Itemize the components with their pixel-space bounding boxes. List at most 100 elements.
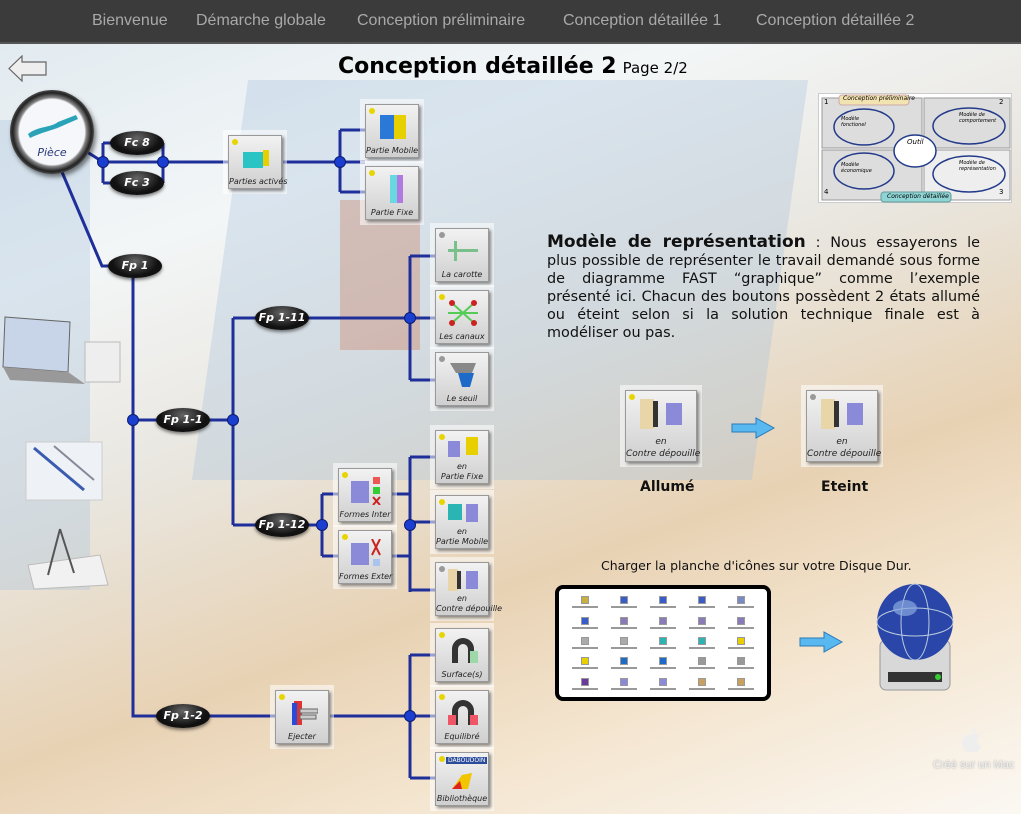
led-on-icon	[439, 694, 445, 700]
made-on-mac-label: Créé sur un Mac	[933, 759, 1015, 771]
compass-image	[27, 528, 109, 590]
nav-conception-detaillee-2[interactable]: Conception détaillée 2	[756, 12, 915, 29]
nav-bienvenue[interactable]: Bienvenue	[92, 12, 168, 29]
node-fp1-2[interactable]: Fp 1-2	[156, 704, 210, 728]
led-on-icon	[279, 694, 285, 700]
icon-thumbnail	[565, 653, 604, 673]
nav-conception-preliminaire[interactable]: Conception préliminaire	[357, 12, 526, 29]
download-instruction: Charger la planche d'icônes sur votre Di…	[601, 558, 912, 573]
back-arrow-icon[interactable]	[8, 55, 48, 82]
led-on-icon	[439, 632, 445, 638]
node-fc8[interactable]: Fc 8	[110, 131, 164, 155]
hard-drive-globe-icon[interactable]	[870, 580, 960, 705]
icon-thumbnail	[643, 612, 682, 632]
balanced-icon	[448, 700, 478, 725]
nav-conception-detaillee-1[interactable]: Conception détaillée 1	[563, 12, 722, 29]
led-on-icon	[439, 294, 445, 300]
box-formes-exter[interactable]: Formes Exter	[338, 530, 392, 584]
fixed-part-icon	[390, 175, 403, 203]
arrow-right-icon	[799, 631, 844, 653]
icon-thumbnail	[643, 633, 682, 653]
icon-thumbnail	[722, 633, 761, 653]
box-partie-fixe[interactable]: Partie Fixe	[365, 166, 419, 220]
description-heading: Modèle de représentation	[547, 232, 806, 252]
icon-sheet-download[interactable]	[555, 585, 771, 701]
icon-thumbnail	[683, 633, 722, 653]
ejector-icon	[292, 701, 318, 725]
junction-dots	[97, 156, 416, 722]
pencils-image	[25, 441, 103, 501]
icon-thumbnail	[565, 633, 604, 653]
icon-thumbnail	[683, 612, 722, 632]
icon-thumbnail	[604, 653, 643, 673]
apple-logo-icon	[961, 728, 981, 753]
icon-thumbnail	[683, 674, 722, 694]
icon-thumbnail	[565, 674, 604, 694]
icon-thumbnail	[683, 592, 722, 612]
led-on-icon	[342, 472, 348, 478]
undercut-fixed-icon	[448, 437, 478, 457]
led-off-icon	[439, 356, 445, 362]
led-off-icon	[439, 232, 445, 238]
box-partie-mobile[interactable]: Partie Mobile	[365, 104, 419, 158]
box-formes-inter[interactable]: Formes Inter	[338, 468, 392, 522]
node-fp1[interactable]: Fp 1	[108, 254, 162, 278]
box-le-seuil[interactable]: Le seuil	[435, 352, 489, 406]
icon-thumbnail	[604, 612, 643, 632]
led-off-icon	[810, 394, 816, 400]
external-shapes-icon	[351, 539, 381, 566]
undercut-icon	[640, 399, 682, 429]
sprue-icon	[448, 241, 478, 261]
led-on-icon	[369, 108, 375, 114]
gate-icon	[450, 363, 476, 387]
top-nav: Bienvenue Démarche globale Conception pr…	[0, 0, 1021, 44]
box-les-canaux[interactable]: Les canaux	[435, 290, 489, 344]
runners-icon	[448, 300, 478, 326]
led-on-icon	[232, 139, 238, 145]
state-on-label: Allumé	[640, 479, 695, 495]
nav-demarche-globale[interactable]: Démarche globale	[196, 12, 326, 29]
undercut-icon	[821, 399, 863, 429]
box-equilibre[interactable]: Equilibré	[435, 690, 489, 744]
led-on-icon	[342, 534, 348, 540]
undercut-icon	[448, 569, 478, 591]
node-fp1-1[interactable]: Fp 1-1	[156, 408, 210, 432]
laptop-image	[2, 316, 121, 384]
description-paragraph: Modèle de représentation : Nous essayero…	[547, 232, 980, 341]
led-on-icon	[439, 756, 445, 762]
arrow-right-icon	[731, 417, 776, 439]
led-on-icon	[369, 170, 375, 176]
led-on-icon	[439, 499, 445, 505]
node-fp1-11[interactable]: Fp 1-11	[255, 306, 309, 330]
led-on-icon	[629, 394, 635, 400]
box-surfaces[interactable]: Surface(s)	[435, 628, 489, 682]
conception-diagram-thumbnail[interactable]: Conception préliminaire Conception détai…	[818, 93, 1012, 203]
box-ejecter[interactable]: Ejecter	[275, 690, 329, 744]
part-icon	[28, 115, 78, 138]
library-icon	[452, 773, 472, 789]
box-parties-actives[interactable]: Parties activés	[228, 135, 288, 189]
piece-root-node[interactable]: Pièce	[10, 90, 94, 174]
page-indicator: Page 2/2	[622, 59, 688, 77]
icon-thumbnail	[643, 653, 682, 673]
node-fc3[interactable]: Fc 3	[110, 171, 164, 195]
led-off-icon	[439, 566, 445, 572]
icon-thumbnail	[604, 592, 643, 612]
icon-thumbnail	[604, 633, 643, 653]
undercut-mobile-icon	[448, 504, 478, 522]
thumbnail-graphic	[821, 94, 1011, 203]
node-fp1-12[interactable]: Fp 1-12	[255, 513, 309, 537]
icon-thumbnail	[604, 674, 643, 694]
background-image	[340, 200, 420, 350]
box-la-carotte[interactable]: La carotte	[435, 228, 489, 282]
icon-thumbnail	[643, 674, 682, 694]
icon-thumbnail	[565, 592, 604, 612]
icon-thumbnail	[722, 592, 761, 612]
